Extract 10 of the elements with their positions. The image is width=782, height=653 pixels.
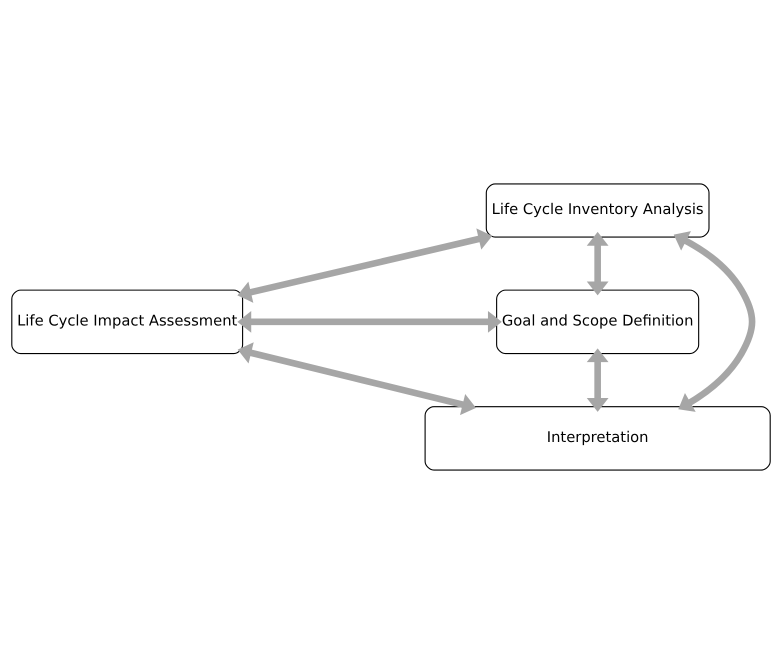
node-box: Interpretation	[424, 406, 771, 470]
node-box: Life Cycle Inventory Analysis	[486, 182, 710, 238]
node-box: Life Cycle Impact Assessment	[11, 289, 244, 354]
arrow	[674, 230, 756, 412]
arrow	[586, 348, 609, 412]
arrow	[238, 342, 476, 415]
node-box: Goal and Scope Definition	[496, 289, 700, 354]
arrow	[237, 228, 492, 302]
arrow	[237, 310, 502, 332]
arrow	[586, 231, 609, 295]
